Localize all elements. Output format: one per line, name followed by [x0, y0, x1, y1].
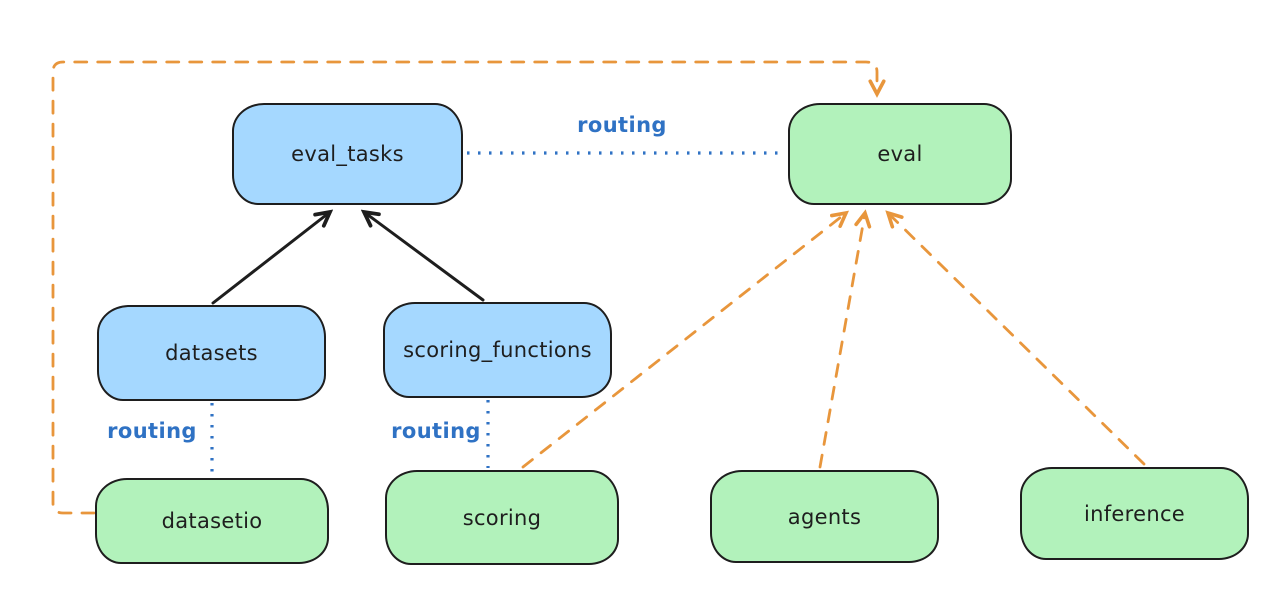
edge-label-routing-datasets-datasetio: routing [107, 419, 197, 443]
node-scoring-label: scoring [462, 505, 542, 530]
node-datasets: datasets [97, 305, 326, 401]
node-scoring_functions-label: scoring_functions [403, 338, 592, 362]
edge-scoring-to-eval [521, 213, 846, 469]
edge-inference-to-eval [888, 213, 1146, 466]
edge-scoring_functions-to-eval_tasks [364, 212, 485, 302]
node-agents-label: agents [787, 504, 862, 529]
node-eval: eval [788, 103, 1012, 205]
node-eval_tasks-label: eval_tasks [291, 142, 404, 166]
node-scoring: scoring [385, 470, 619, 565]
node-inference-label: inference [1083, 501, 1186, 526]
node-datasetio-label: datasetio [161, 509, 263, 533]
node-datasetio: datasetio [95, 478, 329, 564]
node-datasets-label: datasets [165, 341, 258, 365]
edge-datasets-to-eval_tasks [211, 212, 330, 305]
edge-datasetio-to-eval [51, 60, 877, 515]
edge-label-routing-scoring_functions-scoring: routing [391, 419, 481, 443]
node-eval_tasks: eval_tasks [232, 103, 463, 205]
node-agents: agents [710, 470, 939, 563]
node-scoring_functions: scoring_functions [383, 302, 612, 398]
node-eval-label: eval [877, 142, 923, 166]
node-inference: inference [1020, 467, 1249, 560]
edge-agents-to-eval [818, 213, 865, 469]
edge-label-routing-eval_tasks-eval: routing [577, 113, 667, 137]
